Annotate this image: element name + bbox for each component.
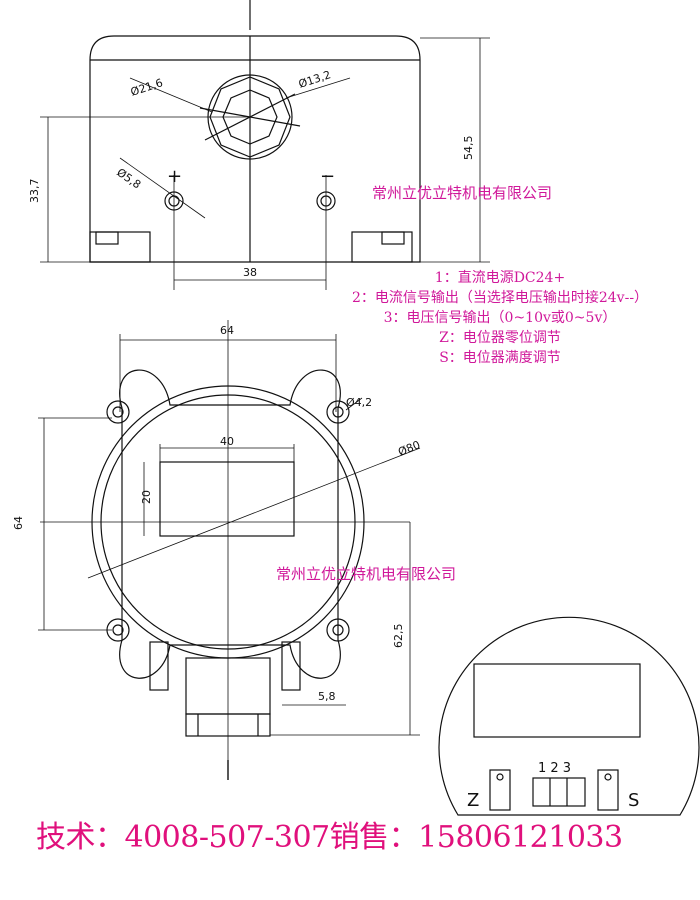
contact-line: 技术：4008-507-307销售：15806121033 [36, 820, 623, 855]
legend-item: Z：电位器零位调节 [439, 330, 561, 346]
company-name-top: 常州立优立特机电有限公司 [372, 184, 553, 202]
dim-height-right: 54,5 [462, 136, 475, 161]
dim-window-height: 20 [140, 490, 153, 504]
terminal-legend: 1：直流电源DC24+ 2：电流信号输出（当选择电压输出时接24v--） 3：电… [300, 268, 700, 368]
dim-height-front: 64 [12, 516, 25, 530]
dim-depth: 62,5 [392, 624, 405, 649]
dim-diameter-inner: Ø13,2 [297, 68, 333, 91]
dim-width-top: 38 [243, 266, 257, 279]
dim-body-diameter: Ø80 [396, 438, 422, 459]
terminal-z-label: Z [467, 790, 479, 811]
dim-width-front: 64 [220, 324, 234, 337]
dim-height-left: 33,7 [28, 179, 41, 204]
dim-small: 5,8 [318, 690, 336, 703]
minus-sign: − [320, 166, 335, 187]
top-view [40, 0, 490, 290]
legend-item: 2：电流信号输出（当选择电压输出时接24v--） [351, 290, 649, 306]
dim-hole: Ø5,8 [114, 166, 143, 192]
dimension-labels: Ø21,6 Ø13,2 Ø5,8 33,7 54,5 38 + − 64 40 … [12, 68, 639, 811]
legend-item: S：电位器满度调节 [439, 350, 561, 366]
front-view [38, 320, 421, 780]
legend-item: 3：电压信号输出（0~10v或0~5v） [383, 310, 617, 326]
plus-sign: + [167, 166, 182, 187]
dim-window-width: 40 [220, 435, 234, 448]
legend-item: 1：直流电源DC24+ [434, 270, 566, 286]
terminal-numbers: 1 2 3 [538, 761, 571, 776]
company-name-middle: 常州立优立特机电有限公司 [276, 565, 457, 583]
terminal-s-label: S [628, 790, 639, 811]
terminal-view [438, 616, 700, 816]
dim-mount-hole: Ø4,2 [346, 396, 372, 409]
